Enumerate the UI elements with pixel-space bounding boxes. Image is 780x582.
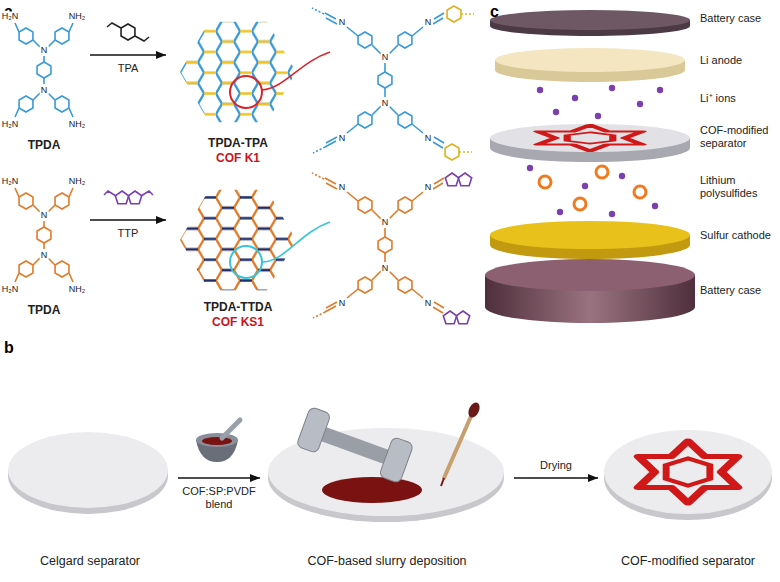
atom-label: NH₂ [68, 285, 87, 294]
arrow-label: COF:SP:PVDF blend [177, 485, 261, 511]
structure-node: COF-based slurry deposition [262, 400, 512, 570]
structure-node: COF-modified separator [600, 420, 776, 570]
dropper [441, 401, 482, 486]
atom-label: H₂N [1, 285, 20, 294]
tpda-molecule [15, 23, 73, 117]
reaction-arrow [90, 219, 166, 221]
atom-label: N [40, 86, 49, 95]
structure-node: Celgard separator [4, 420, 176, 570]
node-caption: Celgard separator [40, 554, 140, 569]
atom-label: NH₂ [68, 177, 87, 186]
ttp-molecule [104, 191, 153, 204]
atom-label: N [338, 299, 347, 308]
tpda-molecule [15, 188, 73, 282]
mortar-icon [196, 420, 240, 462]
atom-label: N [424, 183, 433, 192]
reaction-arrow [90, 54, 166, 56]
node-caption: TPDA [28, 138, 61, 152]
part-label: Sulfur cathode [700, 229, 776, 242]
atom-label: H₂N [1, 120, 20, 129]
atom-label: N [40, 251, 49, 260]
cof-k1-lattice [176, 18, 300, 126]
atom-label: NH₂ [68, 12, 87, 21]
atom-label: N [40, 211, 49, 220]
node-caption: TPDA [28, 303, 61, 317]
linker-rings [445, 6, 474, 160]
atom-label: N [40, 46, 49, 55]
highlight-circle [230, 246, 262, 278]
linker-thiophenes [443, 173, 471, 324]
battery-exploded-view [485, 10, 695, 323]
node-caption: COF KS1 [212, 315, 264, 329]
arrow-label: TPA [98, 62, 158, 75]
structure-node: TPDA-TTDACOF KS1 [168, 170, 308, 330]
node-caption: COF-modified separator [621, 554, 755, 569]
atom-label: N [338, 18, 347, 27]
reaction-arrow [514, 477, 598, 479]
panel-letter: c [490, 2, 499, 21]
tpa-molecule [107, 23, 149, 41]
part-label: COF-modified separator [700, 124, 776, 150]
highlight-circle [230, 76, 262, 108]
zoom-curve [262, 222, 330, 262]
arrow-label: Drying [516, 459, 596, 472]
cof-fragment [312, 8, 444, 153]
atom-label: N [338, 183, 347, 192]
arrow-label: TTP [98, 227, 158, 240]
part-label: Lithium polysulfides [700, 174, 776, 200]
cof-ks1-lattice [176, 186, 300, 294]
structure-node: TPDA [0, 8, 88, 153]
atom-label: N [424, 299, 433, 308]
zoom-curve [262, 52, 330, 90]
reaction-arrow [178, 477, 260, 479]
node-caption: COF K1 [216, 151, 260, 165]
atom-label: N [424, 134, 433, 143]
cof-fragment [312, 173, 444, 318]
atom-label: H₂N [1, 177, 20, 186]
atom-label: N [424, 18, 433, 27]
atom-label: N [381, 53, 390, 62]
node-caption: COF-based slurry deposition [307, 554, 466, 569]
part-label: Li anode [700, 54, 776, 67]
structure-node: TPDA [0, 173, 88, 318]
atom-label: NH₂ [68, 120, 87, 129]
celgard-disk [8, 432, 168, 514]
part-label: Battery case [700, 284, 776, 297]
atom-label: N [381, 218, 390, 227]
node-caption: TPDA-TPA [208, 136, 268, 150]
atom-label: N [338, 134, 347, 143]
part-label: Battery case [700, 12, 776, 25]
modified-disk [604, 430, 772, 520]
part-label: Li⁺ ions [700, 92, 776, 105]
atom-label: N [381, 99, 390, 108]
atom-label: H₂N [1, 12, 20, 21]
structure-node: TPDA-TPACOF K1 [168, 8, 308, 166]
panel-letter: b [4, 338, 14, 357]
roller-dumbbell [296, 406, 414, 483]
atom-label: N [381, 264, 390, 273]
node-caption: TPDA-TTDA [204, 300, 273, 314]
